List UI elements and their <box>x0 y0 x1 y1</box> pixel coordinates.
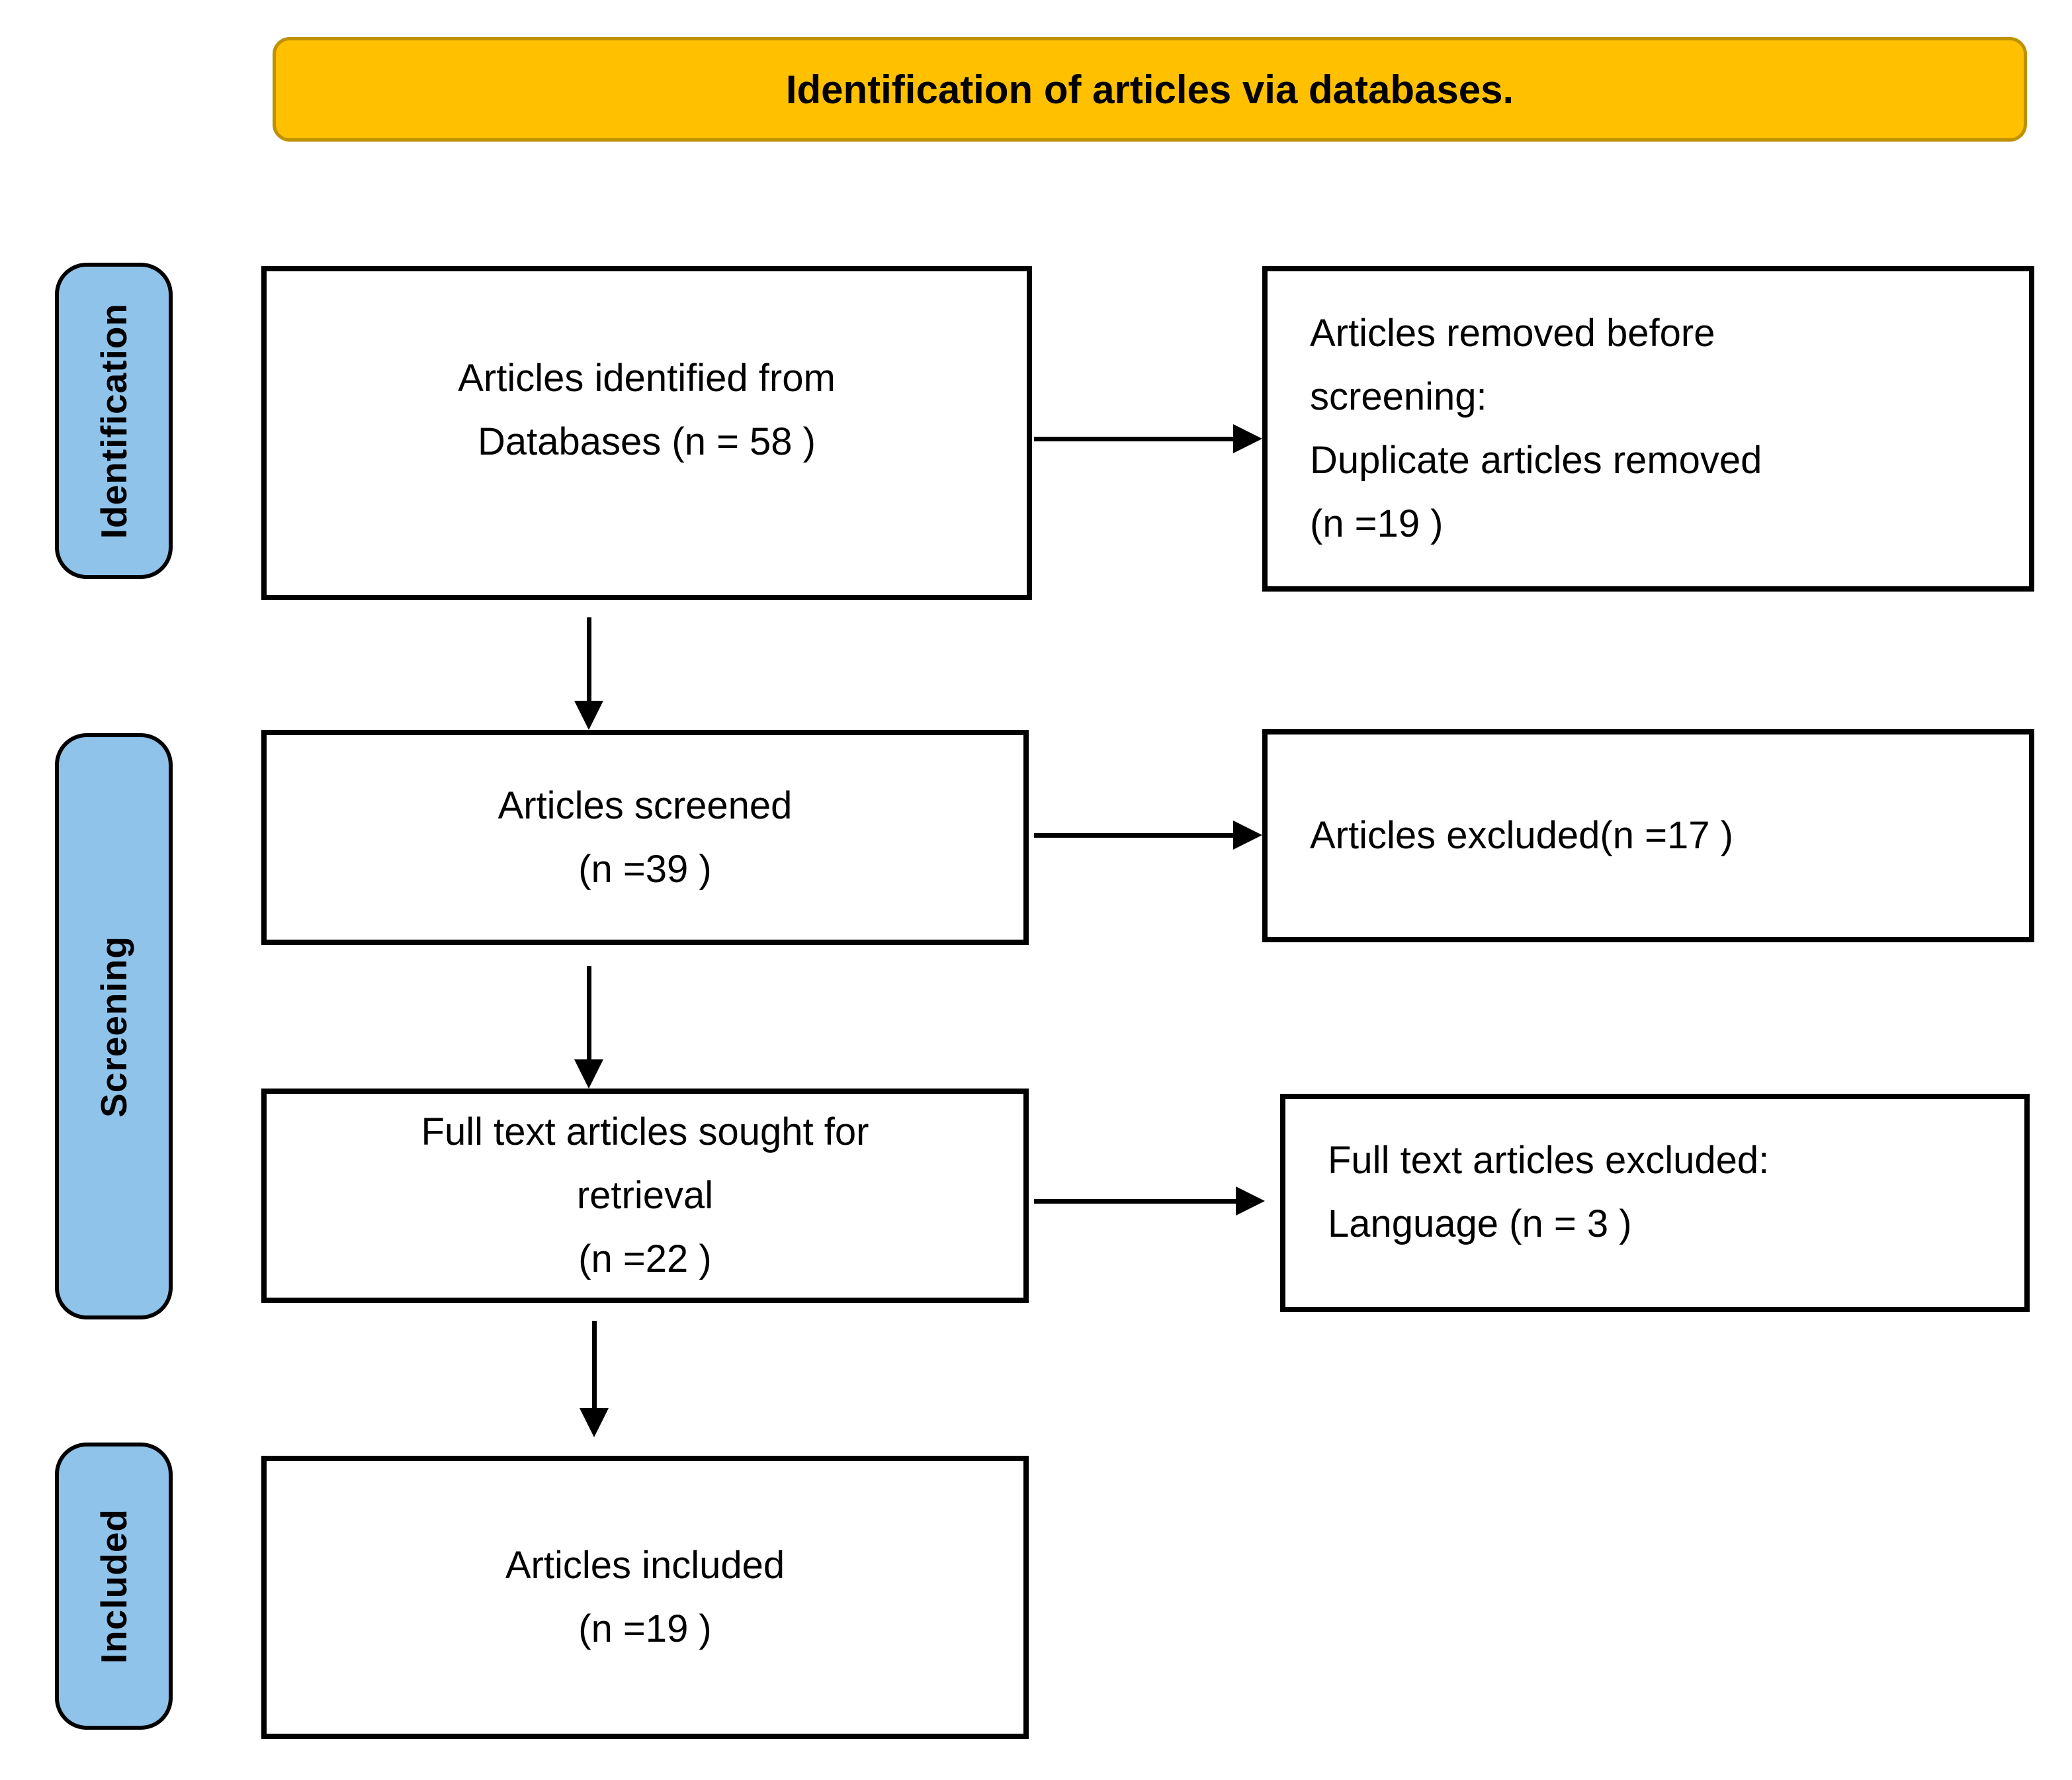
flow-box-articles-included: Articles included (n =19 ) <box>261 1456 1029 1739</box>
arrow-down-head-icon <box>580 1408 609 1437</box>
flow-box-removed-before-screening-text: Articles removed before screening: Dupli… <box>1310 312 1762 545</box>
header-banner: Identification of articles via databases… <box>273 37 2027 142</box>
arrow-down-head-icon <box>574 1059 603 1089</box>
flow-box-articles-excluded-text: Articles excluded(n =17 ) <box>1310 814 1733 857</box>
arrow-right-head-icon <box>1233 424 1262 453</box>
flow-box-articles-screened: Articles screened (n =39 ) <box>261 730 1029 945</box>
arrow-stem <box>1034 832 1233 838</box>
flow-box-articles-excluded: Articles excluded(n =17 ) <box>1262 729 2034 942</box>
arrow-sought-to-fulltext-excluded <box>1034 1186 1265 1216</box>
arrow-sought-to-included <box>580 1321 609 1437</box>
stage-rail-screening: Screening <box>55 733 173 1319</box>
arrow-right-head-icon <box>1236 1186 1265 1216</box>
arrow-stem <box>1034 436 1233 441</box>
header-title: Identification of articles via databases… <box>785 67 1514 112</box>
arrow-stem <box>1034 1198 1236 1204</box>
arrow-stem <box>586 617 591 701</box>
flow-box-articles-included-text: Articles included (n =19 ) <box>505 1544 785 1650</box>
arrow-identified-to-removed <box>1034 424 1262 453</box>
arrow-stem <box>591 1321 597 1408</box>
flow-box-removed-before-screening: Articles removed before screening: Dupli… <box>1262 266 2034 592</box>
arrow-down-head-icon <box>574 701 603 730</box>
flow-box-fulltext-sought: Full text articles sought for retrieval … <box>261 1089 1029 1303</box>
stage-label-screening: Screening <box>93 935 134 1118</box>
arrow-stem <box>586 966 591 1059</box>
stage-label-included: Included <box>93 1508 134 1664</box>
arrow-screened-to-sought <box>574 966 603 1089</box>
flow-box-articles-identified-text: Articles identified from Databases (n = … <box>458 356 836 463</box>
flow-box-fulltext-sought-text: Full text articles sought for retrieval … <box>421 1110 869 1280</box>
flow-box-fulltext-excluded-text: Full text articles excluded: Language (n… <box>1328 1139 1770 1245</box>
arrow-right-head-icon <box>1233 821 1262 850</box>
flow-box-fulltext-excluded: Full text articles excluded: Language (n… <box>1280 1094 2030 1312</box>
flow-box-articles-identified: Articles identified from Databases (n = … <box>261 266 1032 600</box>
arrow-identified-to-screened <box>574 617 603 730</box>
stage-label-identification: Identification <box>93 302 134 539</box>
arrow-screened-to-excluded <box>1034 821 1262 850</box>
flow-box-articles-screened-text: Articles screened (n =39 ) <box>497 783 793 891</box>
stage-rail-included: Included <box>55 1443 173 1730</box>
stage-rail-identification: Identification <box>55 263 173 579</box>
